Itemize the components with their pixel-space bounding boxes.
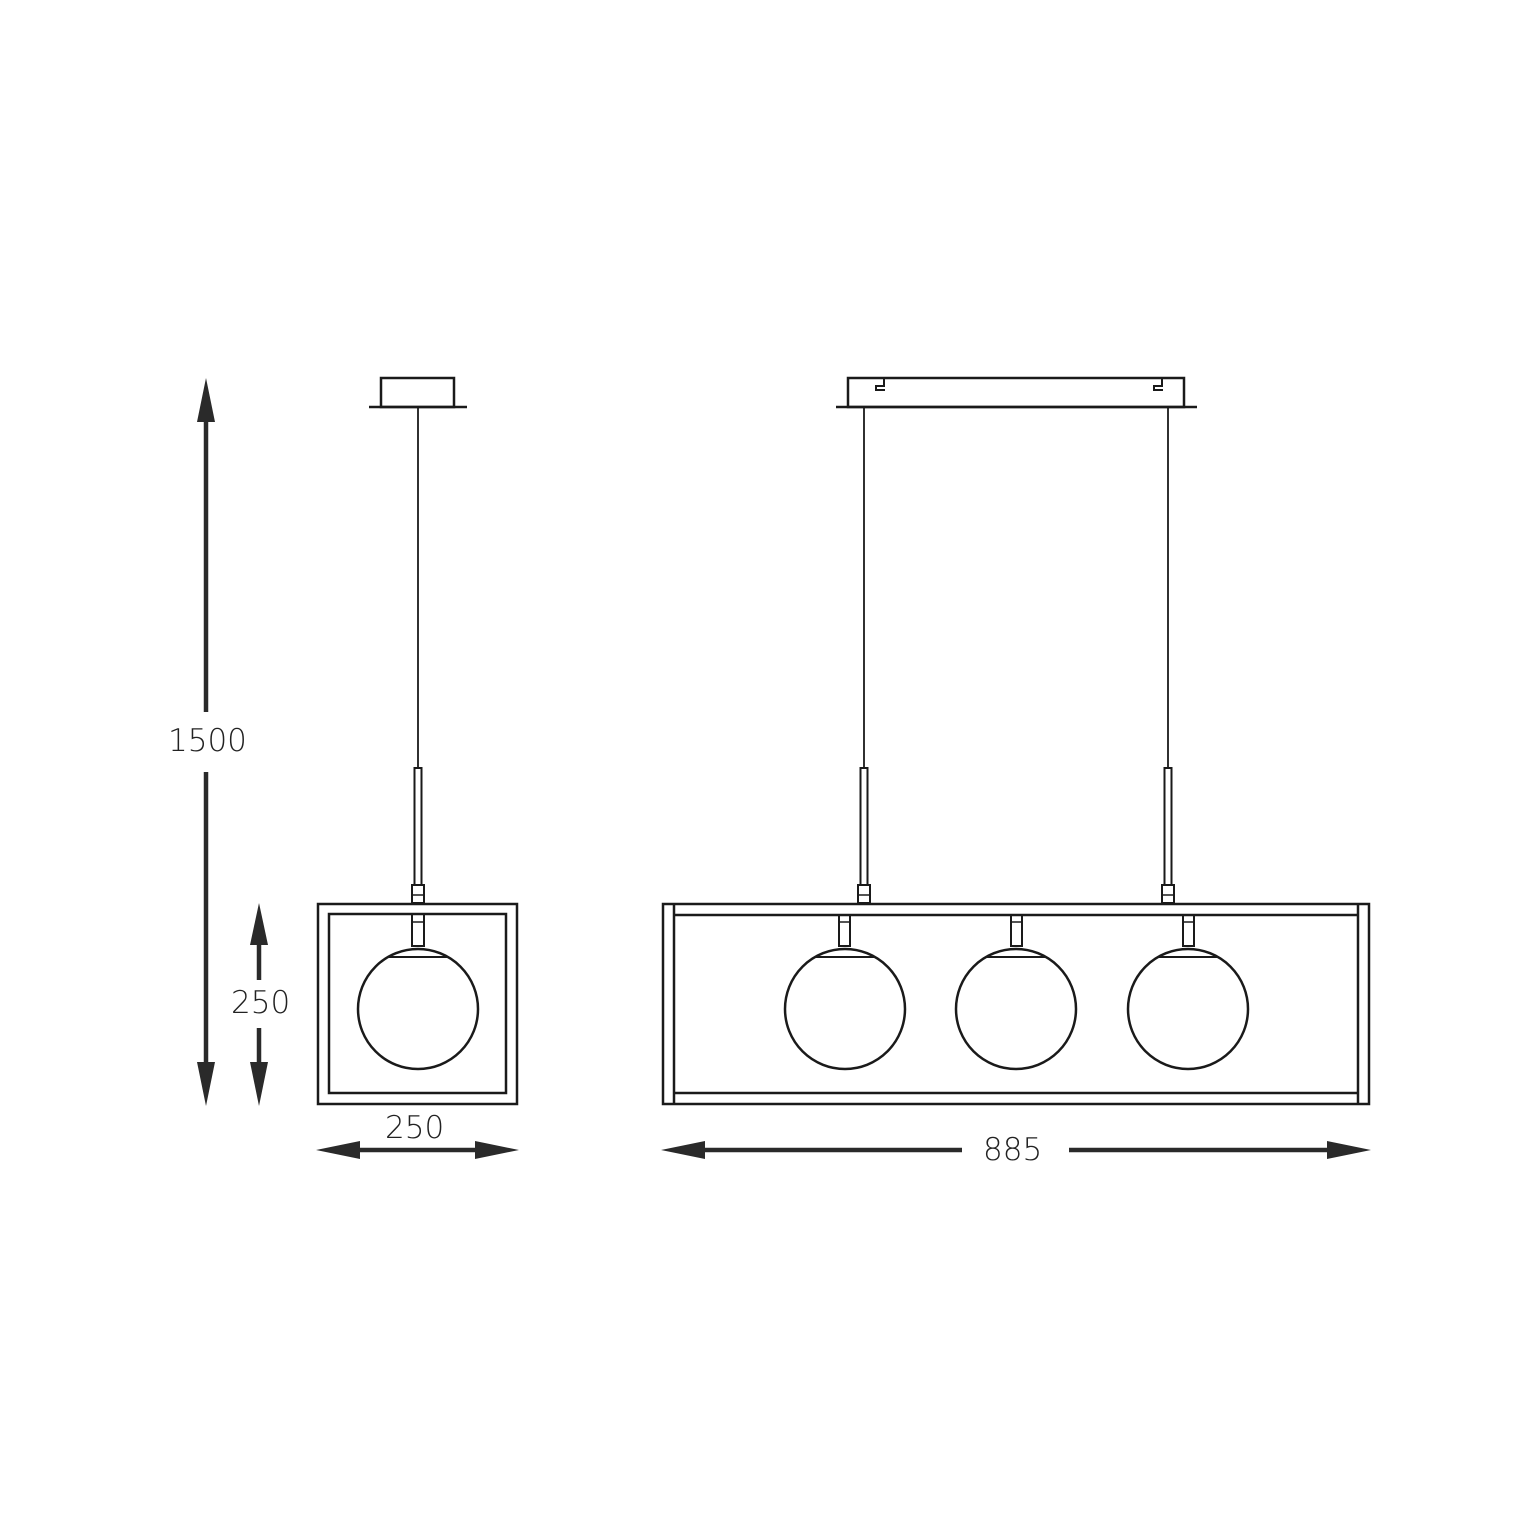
- front-frame: [661, 902, 1371, 1106]
- front-globe-2: [954, 914, 1078, 1071]
- side-view: [316, 376, 519, 1106]
- front-view: [661, 376, 1371, 1106]
- front-globe-3: [1126, 914, 1250, 1071]
- dim-arrow-shade-height: [250, 903, 268, 1106]
- dim-arrow-overall-height: [197, 378, 215, 1106]
- dim-arrow-side-width: [316, 1141, 519, 1159]
- side-rod: [413, 767, 423, 886]
- label-overall-length: 885: [981, 1132, 1045, 1168]
- front-rod-right: [1163, 767, 1173, 886]
- front-globe-1: [783, 914, 907, 1071]
- front-canopy: [836, 376, 1197, 409]
- side-globe-stem: [411, 913, 425, 947]
- side-canopy: [369, 376, 467, 409]
- side-frame: [316, 902, 519, 1106]
- side-connector: [411, 884, 425, 904]
- label-side-width: 250: [385, 1110, 445, 1146]
- label-overall-height: 1500: [166, 723, 249, 759]
- side-globe: [356, 947, 480, 1071]
- front-rod-left: [859, 767, 869, 886]
- dim-arrow-overall-length: [661, 1141, 1371, 1159]
- label-shade-height: 250: [229, 985, 293, 1021]
